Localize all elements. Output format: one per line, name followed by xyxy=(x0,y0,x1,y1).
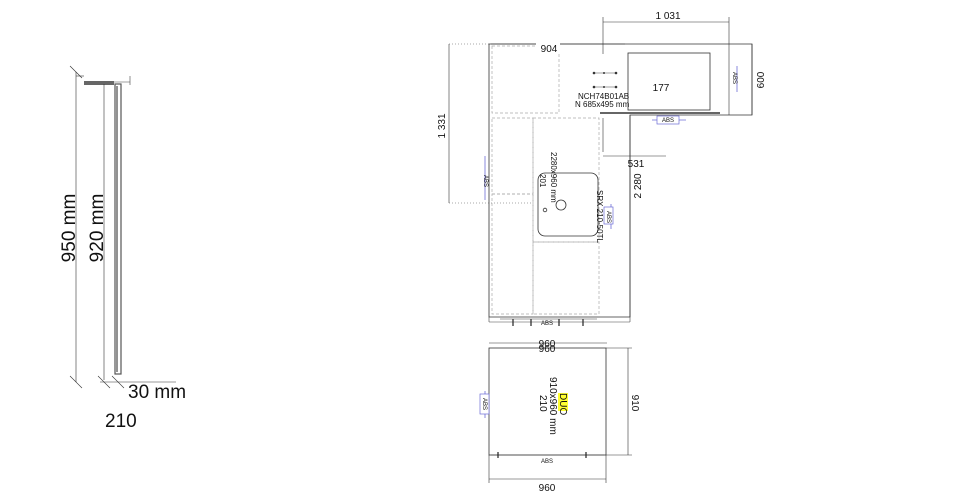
duo-depth: 210 xyxy=(537,395,548,412)
hob-model: NCH74B01AB xyxy=(578,92,629,101)
abs-left: ABS xyxy=(482,175,488,187)
cabinet-left xyxy=(491,117,534,195)
duo-name: DUO xyxy=(557,393,568,415)
abs-duo-bottom: ABS xyxy=(541,459,553,465)
duo-dim-960-top: 960 xyxy=(539,344,556,355)
svg-text:ABS: ABS xyxy=(662,118,674,124)
sink-tap-hole xyxy=(542,207,548,213)
abs-right: ABS xyxy=(731,72,737,84)
dim-1331: 1 331 xyxy=(437,113,448,138)
worktop-outline xyxy=(488,43,753,318)
label-210: 210 xyxy=(105,411,137,432)
svg-text:ABS: ABS xyxy=(605,211,611,223)
worktop-size: 2280x960 mm xyxy=(549,152,558,203)
hob-size: N 685x495 mm xyxy=(575,100,630,109)
dim-531: 531 xyxy=(628,159,645,170)
side-panel xyxy=(114,83,122,375)
cabinet-left-bottom xyxy=(491,193,534,315)
sink-drain xyxy=(555,199,567,211)
dim-960-upper: 960 xyxy=(539,339,556,350)
duo-dim-910: 910 xyxy=(629,395,640,412)
label-920: 920 mm xyxy=(87,194,108,263)
sink-bowl xyxy=(537,172,599,237)
hob-cutout-width: 177 xyxy=(653,83,670,94)
abs-duo-left xyxy=(479,393,490,415)
hob-cutout xyxy=(627,52,711,111)
duo-highlight xyxy=(558,393,568,411)
dim-1031: 1 031 xyxy=(655,11,680,22)
cabinet-top-left xyxy=(491,45,560,114)
dim-904: 904 xyxy=(541,44,558,55)
abs-bottom: ABS xyxy=(541,321,553,327)
dim-tick-30 xyxy=(111,375,125,389)
dim-tick-950-bottom xyxy=(69,375,83,389)
side-top-cap xyxy=(84,81,114,85)
plan-bottom: 960 ABS DUO 910x960 mm 210 910 ABS 960 xyxy=(479,344,640,494)
label-30: 30 mm xyxy=(128,382,186,403)
sink-model: SRX 210-50TL xyxy=(595,190,604,243)
plan-top: 177 NCH74B01AB N 685x495 mm 2280x960 mm … xyxy=(437,11,767,350)
label-950: 950 mm xyxy=(59,194,80,263)
svg-text:ABS: ABS xyxy=(481,398,487,410)
dim-600: 600 xyxy=(756,71,767,88)
duo-dim-960-bottom: 960 xyxy=(539,483,556,494)
side-view: 950 mm 920 mm 30 mm 210 xyxy=(59,65,186,432)
dim-2280: 2 280 xyxy=(633,173,644,198)
abs-sink xyxy=(603,206,614,225)
cabinet-bottom xyxy=(532,241,600,315)
dim-201: 201 xyxy=(538,174,547,188)
abs-hob xyxy=(656,115,680,125)
duo-size: 910x960 mm xyxy=(547,377,558,435)
